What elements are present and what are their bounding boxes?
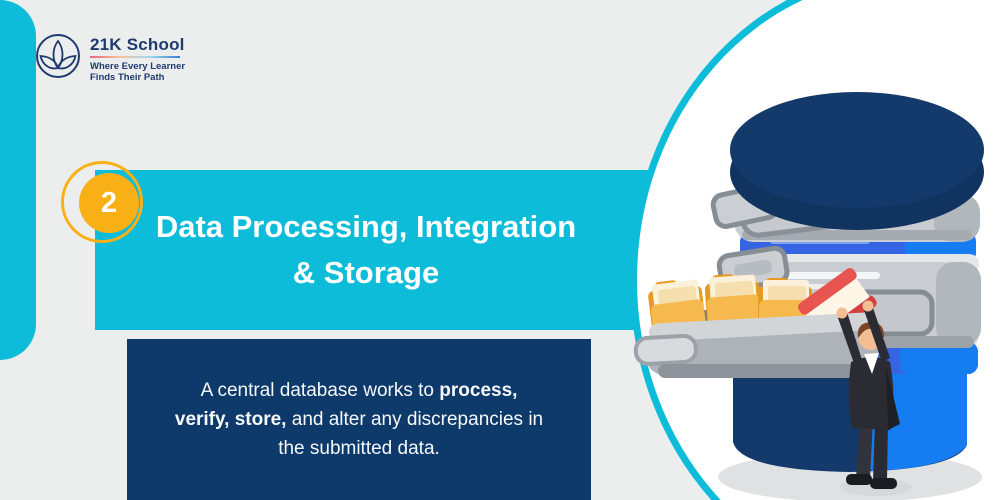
left-accent-pill: [0, 0, 36, 360]
slide-title-line1: Data Processing, Integration: [155, 209, 577, 244]
slide-title-line2: & Storage: [292, 255, 440, 290]
title-banner: Data Processing, Integration & Storage: [95, 170, 655, 330]
logo-gradient-rule: [90, 56, 180, 58]
brand-logo: 21K School Where Every Learner Finds The…: [35, 33, 185, 83]
step-badge: 2: [79, 173, 139, 233]
database-illustration: [633, 92, 984, 500]
lotus-logo-icon: [36, 34, 80, 78]
logo-tagline-line1: Where Every Learner: [90, 61, 186, 72]
logo-title: 21K School: [90, 35, 185, 54]
man-figure: [836, 300, 912, 496]
description-text: A central database works to process,veri…: [174, 380, 544, 459]
step-badge-ring: [61, 161, 143, 243]
logo-tagline-line2: Finds Their Path: [90, 72, 165, 83]
description-box: A central database works to process,veri…: [127, 339, 591, 500]
